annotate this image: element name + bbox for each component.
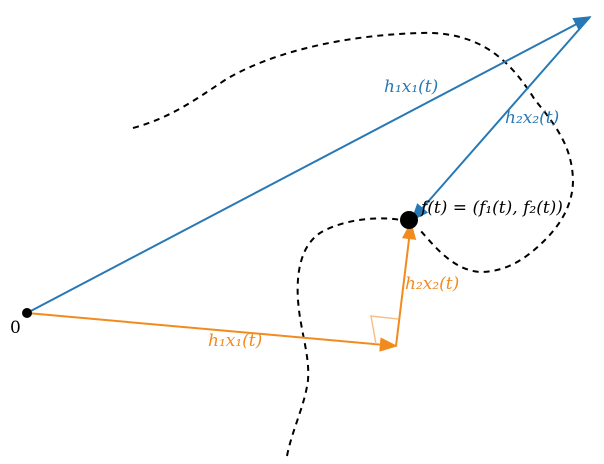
orange-vector-h2x2 xyxy=(395,221,417,347)
origin-point xyxy=(22,308,32,318)
blue-h1x1-label: h₁x₁(t) xyxy=(384,77,438,97)
right-angle-marker xyxy=(370,315,399,345)
dashed-curve-lower xyxy=(286,217,411,457)
blue-vector-h2x2 xyxy=(410,16,591,222)
dashed-curve-upper xyxy=(132,31,575,274)
origin-label: 0 xyxy=(10,318,21,338)
orange-h2x2-label: h₂x₂(t) xyxy=(405,274,459,294)
orange-vector-h1x1 xyxy=(26,312,398,352)
point-label: f(t) = (f₁(t), f₂(t)) xyxy=(419,198,563,218)
blue-h2x2-label: h₂x₂(t) xyxy=(505,108,559,128)
orange-h1x1-label: h₁x₁(t) xyxy=(208,331,262,351)
point-f xyxy=(400,211,418,229)
blue-vector-h1x1 xyxy=(26,16,592,314)
